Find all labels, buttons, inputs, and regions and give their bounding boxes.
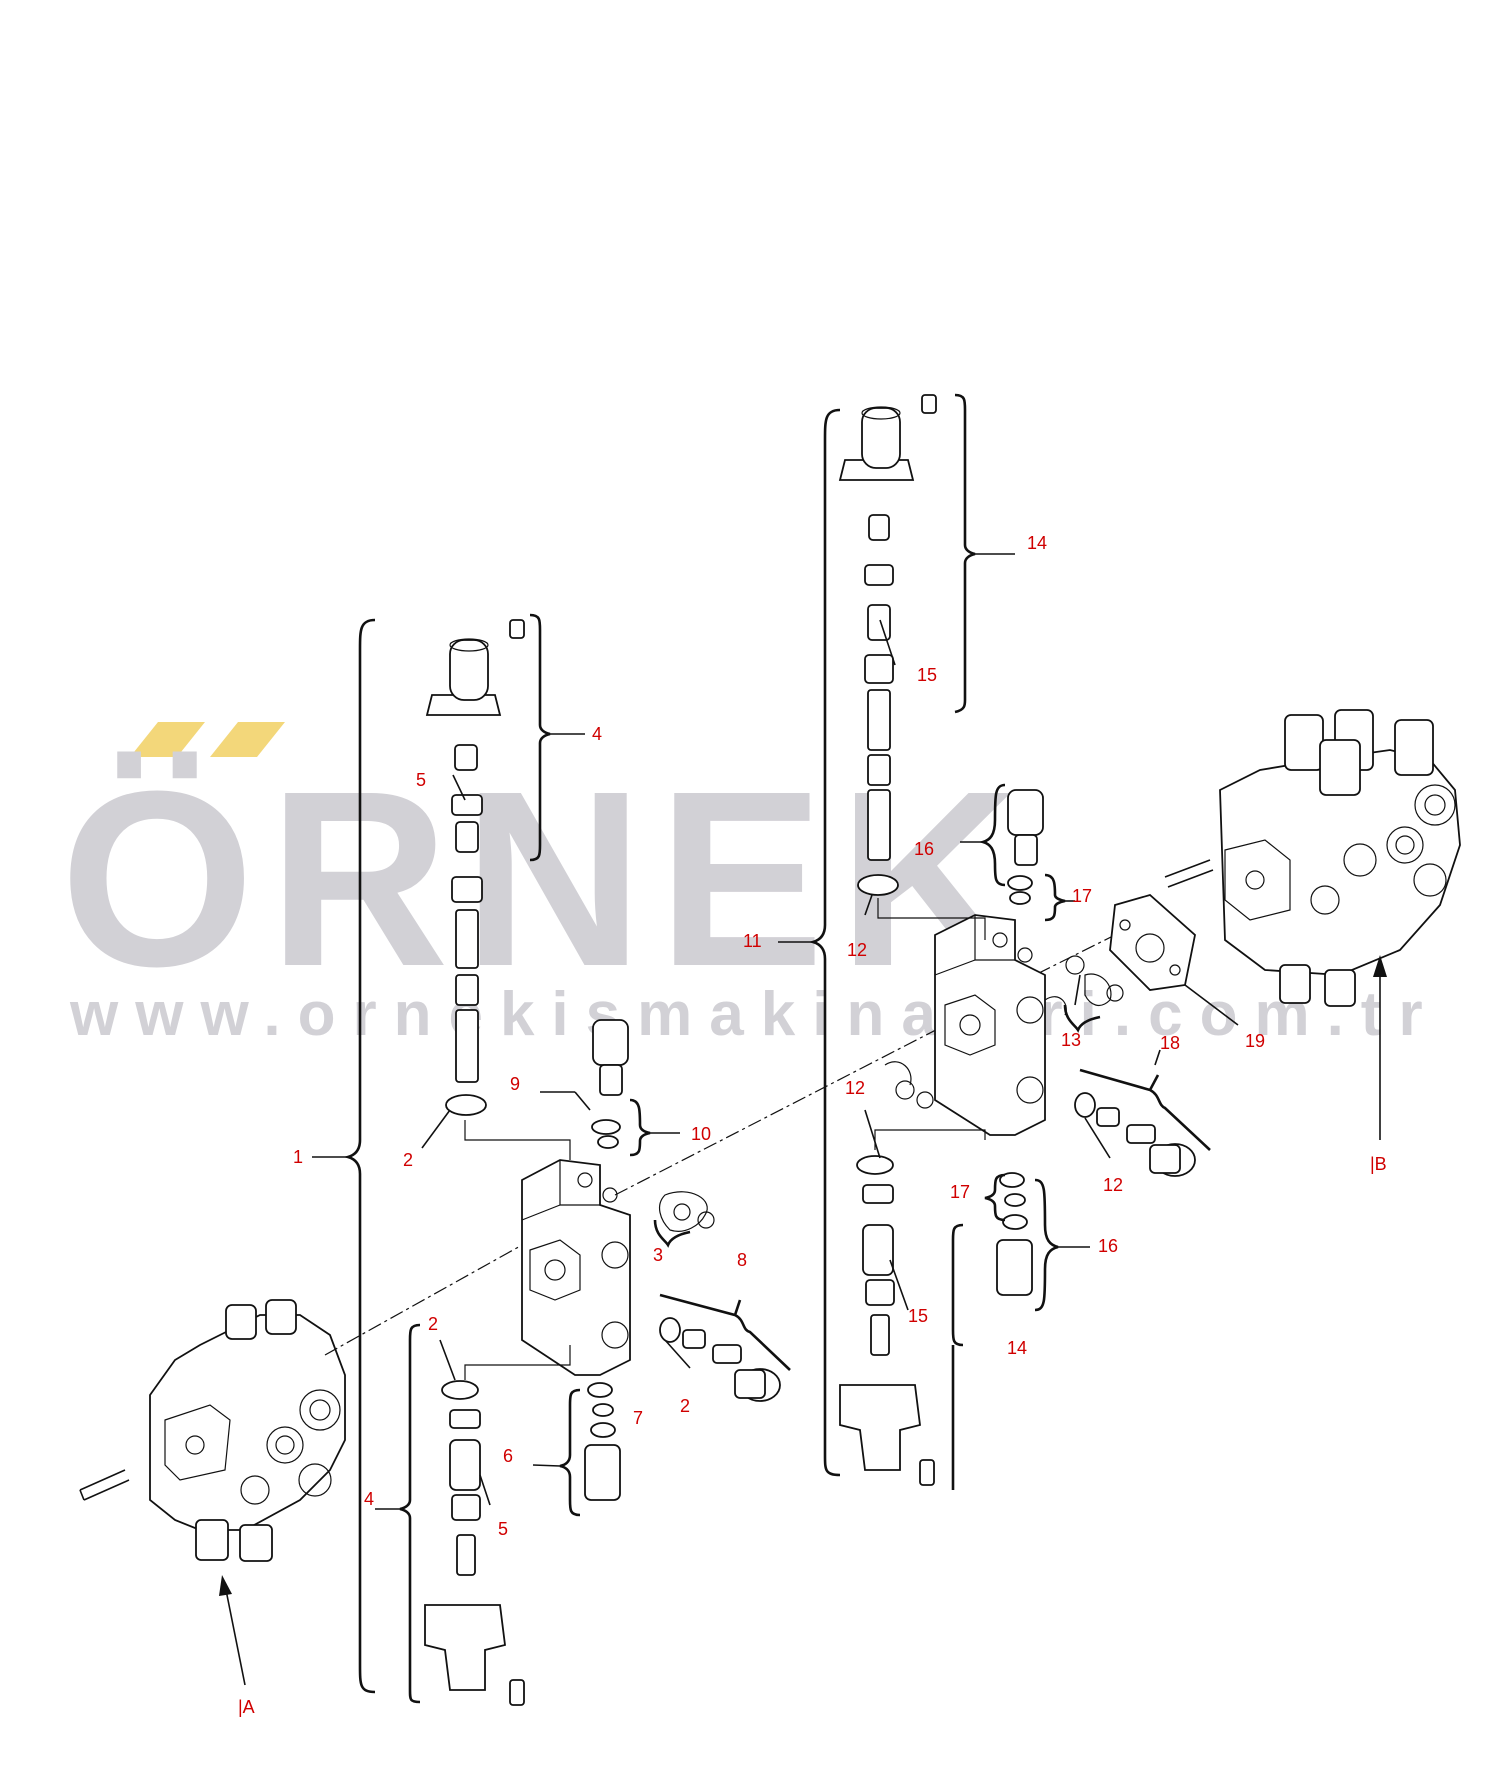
callout-1: 1	[293, 1147, 303, 1167]
arrow-b-head	[1373, 955, 1387, 977]
right-lower-stack	[839, 1129, 986, 1486]
callout-14-lower: 14	[1007, 1338, 1027, 1358]
arrow-a	[224, 1584, 246, 1686]
brace-17-lower	[984, 1173, 1006, 1222]
left-upper-stack	[425, 619, 571, 1160]
callout-14-upper: 14	[1027, 533, 1047, 553]
brace-6-7	[559, 1388, 581, 1517]
callout-13: 13	[1061, 1030, 1081, 1050]
brace-3	[653, 1219, 691, 1248]
plug-18	[1074, 1092, 1196, 1177]
callout-10: 10	[691, 1124, 711, 1144]
brace-18	[1079, 1068, 1211, 1151]
centerline-mid	[614, 1014, 966, 1196]
left-lower-stack	[424, 1345, 571, 1706]
callout-15-upper: 15	[917, 665, 937, 685]
callout-5-lower: 5	[498, 1519, 508, 1539]
section-body-left	[521, 1159, 631, 1376]
callout-9: 9	[510, 1074, 520, 1094]
callout-8: 8	[737, 1250, 747, 1270]
callout-12-upper: 12	[847, 940, 867, 960]
callout-15-lower: 15	[908, 1306, 928, 1326]
seal-12-mid	[884, 1061, 934, 1109]
left-plug-upper	[591, 1019, 629, 1149]
watermark-accent-right	[210, 722, 285, 757]
callout-4-upper: 4	[592, 724, 602, 744]
callout-4-lower: 4	[364, 1489, 374, 1509]
section-body-right	[934, 914, 1046, 1136]
valve-assembly-a	[79, 1299, 346, 1562]
callout-11: 11	[743, 931, 762, 951]
valve-assembly-b	[1164, 709, 1461, 1007]
brace-17-upper	[1044, 873, 1066, 922]
brace-14-lower	[951, 1223, 964, 1347]
left-plug-lower	[584, 1382, 621, 1501]
callout-12-side: 12	[1103, 1175, 1123, 1195]
callout-17-upper: 17	[1072, 886, 1092, 906]
callout-17-lower: 17	[950, 1182, 970, 1202]
callout-18: 18	[1160, 1033, 1180, 1053]
brace-4-lower	[399, 1323, 421, 1704]
callout-6: 6	[503, 1446, 513, 1466]
brace-16-lower	[1034, 1178, 1059, 1312]
leader-lines	[312, 553, 1239, 1510]
right-plug-lower	[996, 1172, 1033, 1296]
right-upper-stack	[838, 394, 986, 940]
callout-19: 19	[1245, 1031, 1265, 1051]
centerline-a	[324, 1234, 541, 1356]
callout-2-side: 2	[680, 1396, 690, 1416]
watermark-url: www.ornekismakinalari.com.tr	[69, 980, 1440, 1049]
callout-3: 3	[653, 1245, 663, 1265]
callout-5-upper: 5	[416, 770, 426, 790]
arrow-a-head	[219, 1575, 232, 1596]
view-ref-a: |A	[238, 1697, 255, 1717]
callout-7: 7	[633, 1408, 643, 1428]
gasket-19	[1109, 893, 1196, 991]
right-plug-upper	[1007, 789, 1044, 905]
watermark-accent-left	[130, 722, 205, 757]
callout-16-lower: 16	[1098, 1236, 1118, 1256]
callout-2-upper: 2	[403, 1150, 413, 1170]
callout-labels: 1 2 2 2 3 4 4 5 5 6 7 8 9 10 11 12 12 12…	[293, 533, 1265, 1539]
seal-3	[658, 1191, 715, 1232]
brace-8	[659, 1293, 791, 1371]
brace-10	[629, 1098, 651, 1157]
brace-14-upper	[954, 393, 976, 714]
brace-13	[1063, 1004, 1101, 1033]
callout-16-upper: 16	[914, 839, 934, 859]
callout-12-mid: 12	[845, 1078, 865, 1098]
callout-2-lower: 2	[428, 1314, 438, 1334]
plug-8	[659, 1317, 781, 1402]
view-ref-b: |B	[1370, 1154, 1387, 1174]
